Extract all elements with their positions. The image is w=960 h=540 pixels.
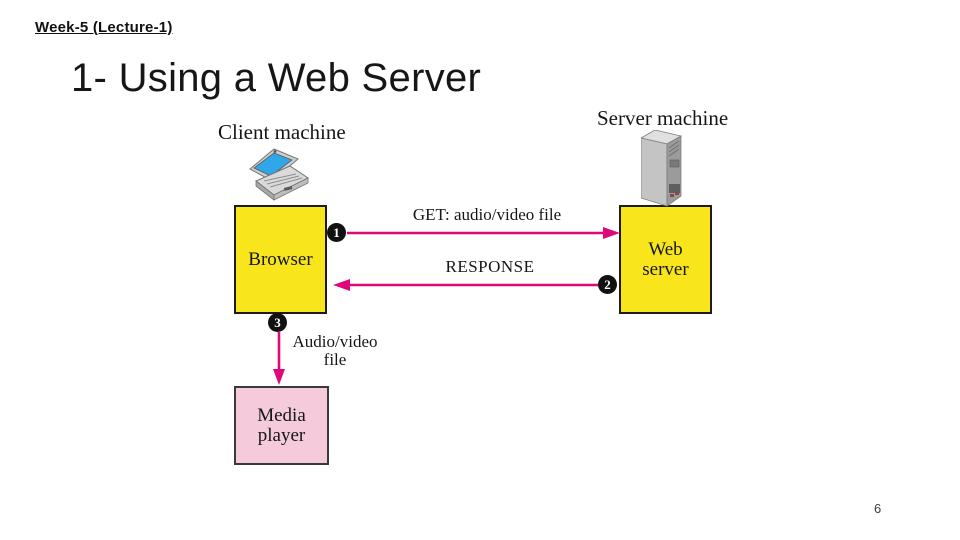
media-player-node-label: Media player xyxy=(257,404,306,446)
step-2-badge: 2 xyxy=(598,275,617,294)
lecture-header: Week-5 (Lecture-1) xyxy=(35,19,173,36)
slide-page-number: 6 xyxy=(874,501,882,516)
client-machine-label: Client machine xyxy=(218,120,346,144)
web-server-node: Web server xyxy=(619,205,712,314)
browser-node: Browser xyxy=(234,205,327,314)
get-message-label: GET: audio/video file xyxy=(412,205,562,224)
tower-server-icon xyxy=(639,129,691,213)
audio-video-file-label: Audio/video file xyxy=(292,332,378,369)
web-server-node-label: Web server xyxy=(642,238,689,280)
page-title: 1- Using a Web Server xyxy=(71,56,482,100)
browser-node-label: Browser xyxy=(248,248,313,270)
response-arrow xyxy=(333,279,607,291)
response-message-label: RESPONSE xyxy=(445,257,535,276)
laptop-icon xyxy=(244,143,310,210)
get-arrow xyxy=(347,227,620,239)
server-machine-label: Server machine xyxy=(597,106,729,130)
step-3-badge: 3 xyxy=(268,313,287,332)
download-arrow xyxy=(273,332,285,385)
step-1-badge: 1 xyxy=(327,223,346,242)
media-player-node: Media player xyxy=(234,386,329,465)
